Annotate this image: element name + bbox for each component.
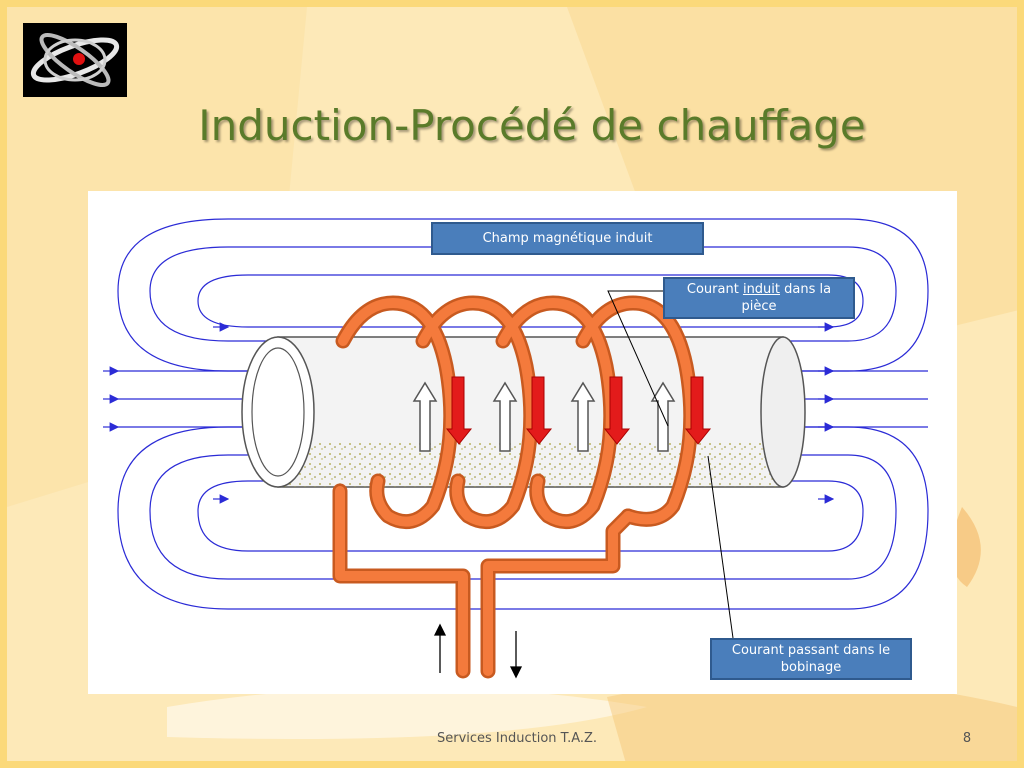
label-induced-current-line2: pièce [741,299,777,314]
coil-arrow-4 [684,376,712,445]
label-induced-field-text: Champ magnétique induit [482,231,653,246]
field-arrows [103,322,835,504]
page-title: Induction-Procédé de chauffage [198,101,866,150]
label-coil-current: Courant passant dans le bobinage [710,638,912,680]
coil-arrow-2 [525,376,553,445]
footer-text: Services Induction T.A.Z. [436,731,598,746]
supply-arrows [433,623,523,679]
coil-arrow-3 [603,376,631,445]
induction-diagram-svg [103,218,929,679]
induced-arrow-1 [412,381,438,452]
label-induced-underlined: induit [742,282,781,297]
field-line-6 [197,480,864,552]
coil-current-arrows [445,376,712,445]
label-induced-current-line1: Courant induit dans la [687,281,831,298]
induction-diagram: Champ magnétique induit Courant induit d… [88,191,957,694]
label-induced-current: Courant induit dans la pièce [663,277,855,319]
coil-arrow-1 [445,376,473,445]
page-number: 8 [962,731,972,746]
induced-arrow-3 [570,381,596,452]
field-line-3 [197,274,864,328]
label-coil-current-line2: bobinage [780,660,842,675]
field-line-5 [149,454,897,580]
induced-arrow-2 [492,381,518,452]
label-coil-current-line1: Courant passant dans le [731,643,891,658]
field-line-4 [117,426,929,610]
label-induced-suffix: dans la [780,282,832,297]
field-line-2 [149,246,897,342]
label-induced-field: Champ magnétique induit [431,222,704,255]
induced-current-arrows [412,381,676,452]
label-induced-prefix: Courant [686,282,743,297]
atom-logo-icon [23,23,127,97]
leader-lines [607,290,734,639]
